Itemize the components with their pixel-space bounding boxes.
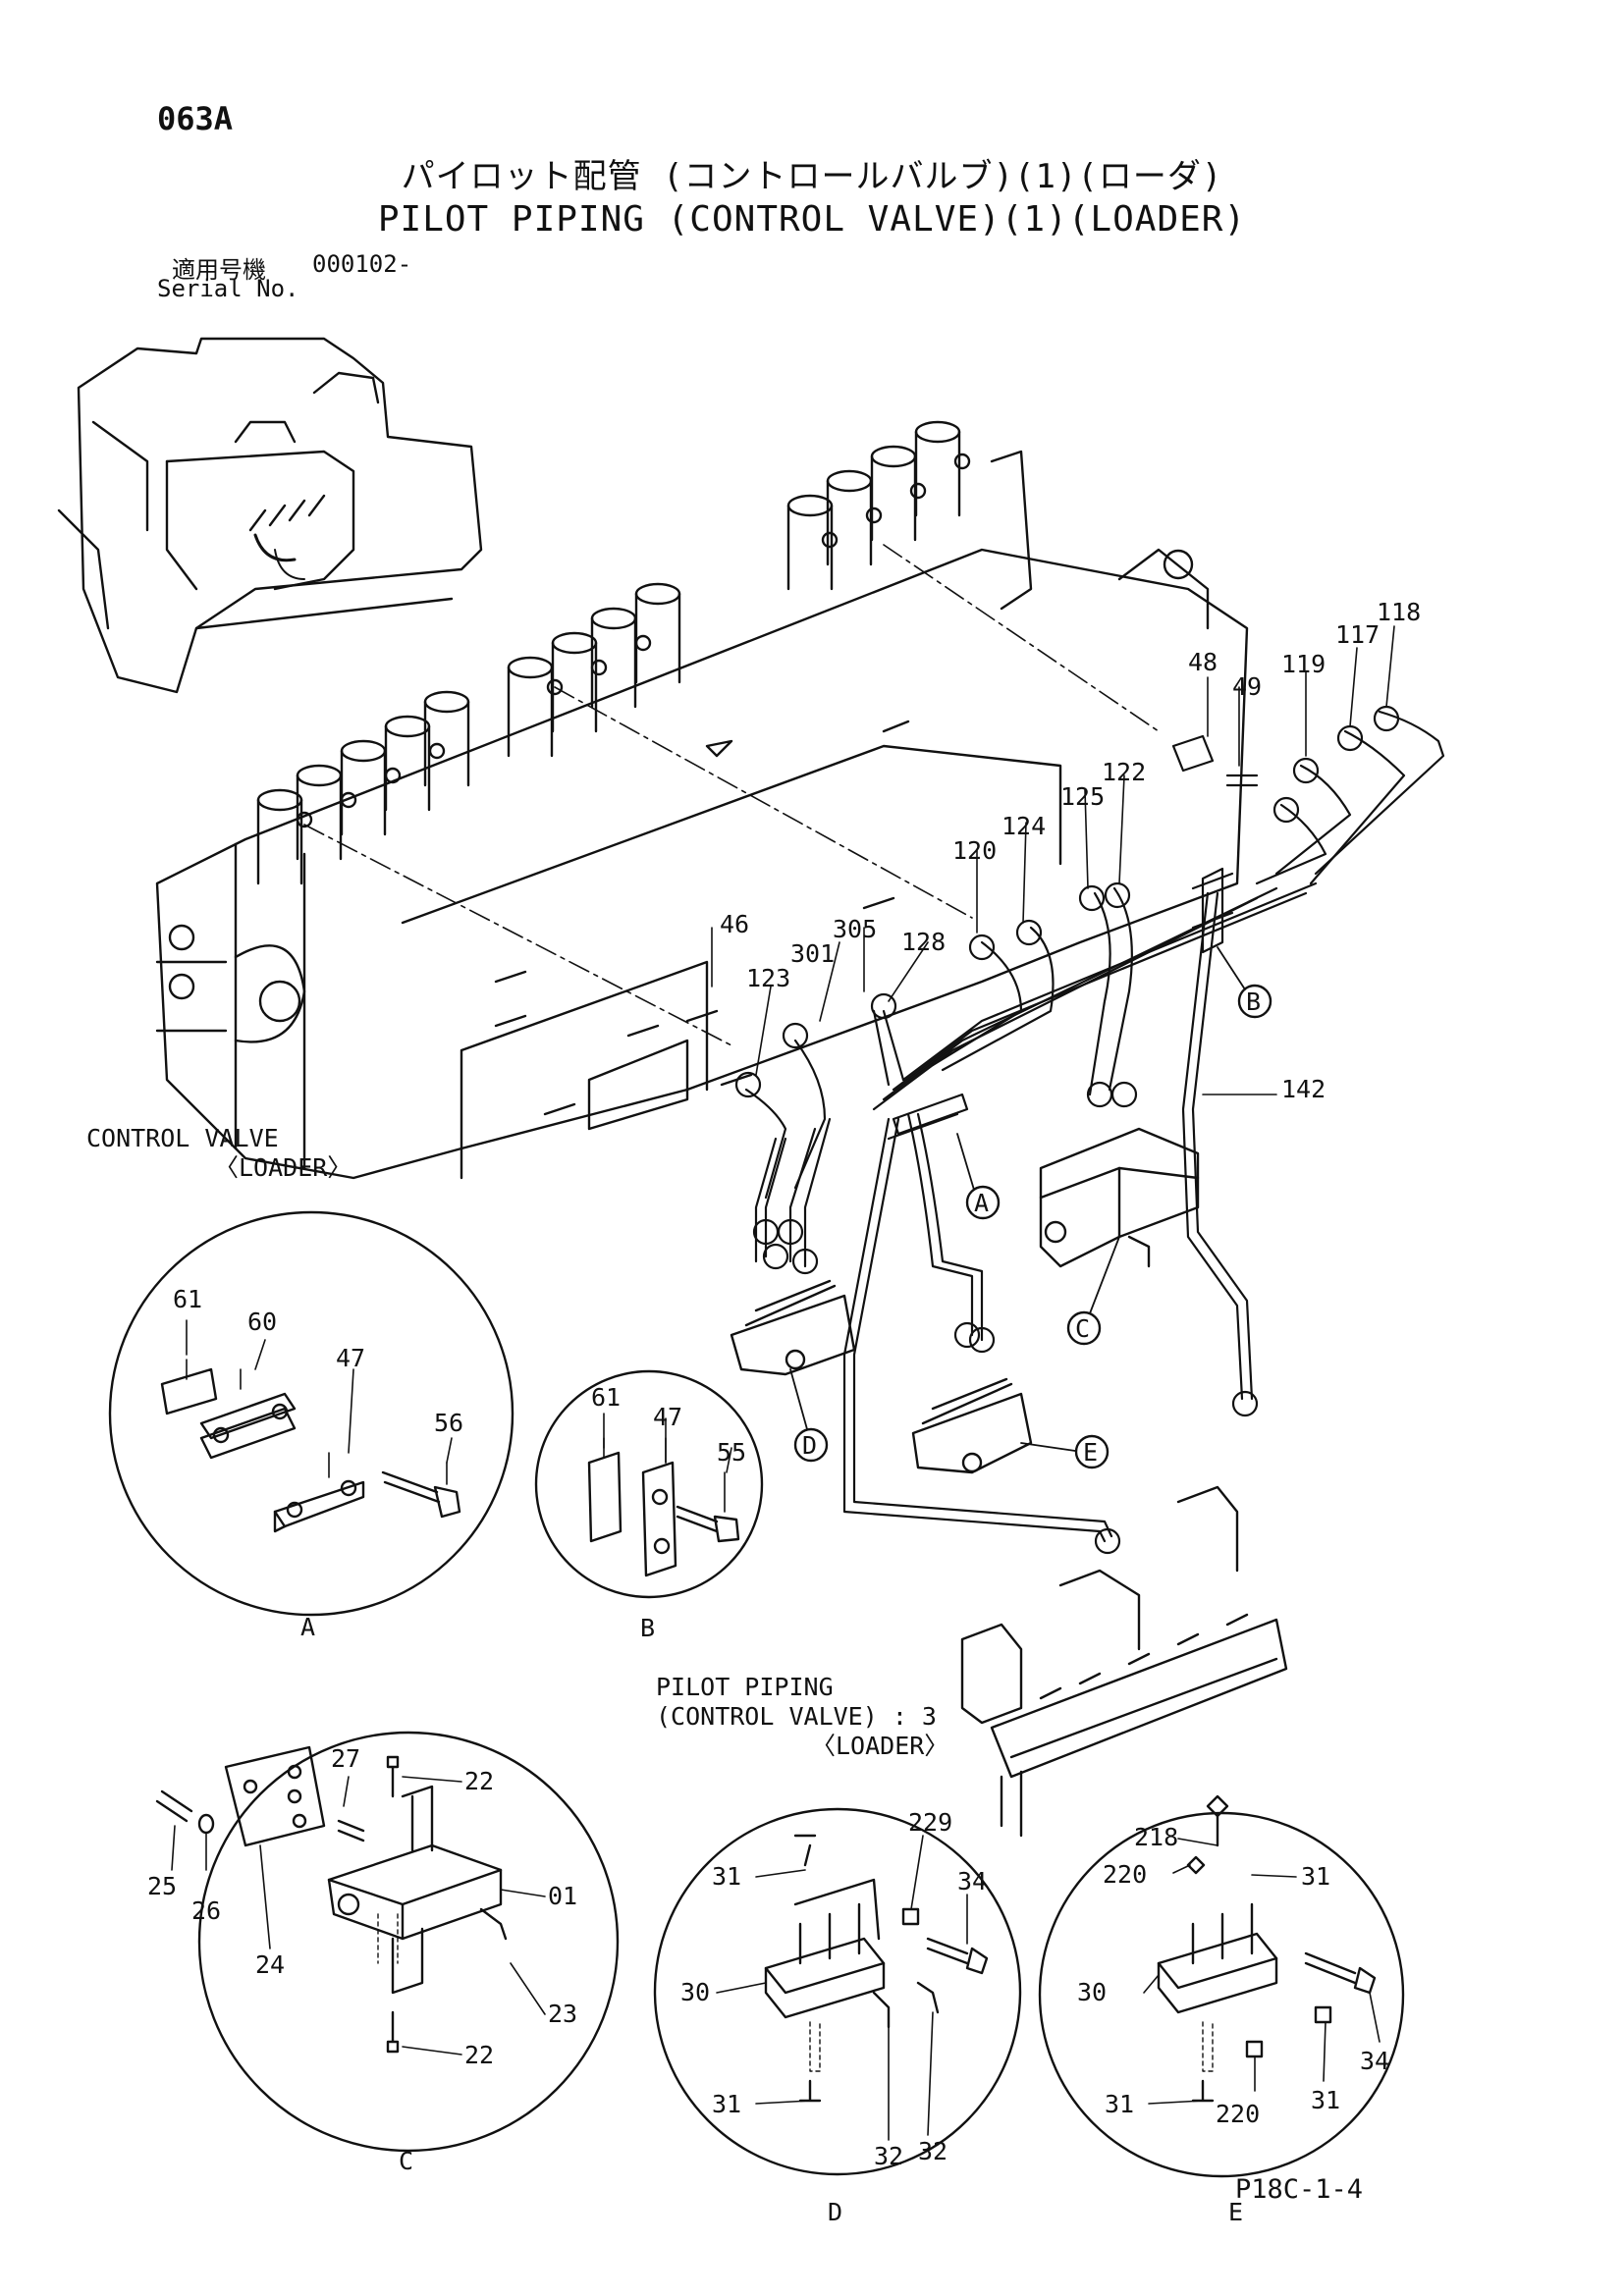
serial-label-japanese: 適用号機 [172,256,266,284]
label-123: 123 [746,964,790,992]
valve-groups [730,1127,1288,1838]
note-pilot-piping: PILOT PIPING (CONTROL VALVE) : 3 〈LOADER… [656,1673,948,1761]
note-control-valve-line1: CONTROL VALVE [86,1124,279,1152]
detail-e-label-34: 34 [1360,2047,1389,2075]
detail-d-title: D [828,2198,842,2226]
page-title-japanese: パイロット配管 (コントロールバルブ)(1)(ローダ) [401,157,1223,196]
label-142: 142 [1281,1075,1326,1103]
detail-e-label-31-bottom: 31 [1105,2090,1134,2118]
detail-e-label-220-bottom: 220 [1216,2100,1260,2128]
detail-e-title: E [1228,2198,1243,2226]
detail-b-title: B [640,1614,655,1642]
label-125: 125 [1060,782,1105,811]
label-305: 305 [833,915,877,943]
label-301: 301 [790,939,835,968]
machine-body [57,337,483,694]
detail-c-label-01: 01 [548,1882,577,1910]
note-control-valve-line2: 〈LOADER〉 [214,1153,352,1182]
detail-d-label-32-right: 32 [918,2137,947,2165]
note-pilot-line1: PILOT PIPING [656,1673,834,1701]
label-49: 49 [1232,672,1262,701]
detail-c-label-23: 23 [548,2000,577,2028]
detail-a-label-47: 47 [336,1344,365,1372]
page-code: 063A [157,100,234,137]
detail-e-label-31-top: 31 [1301,1862,1330,1891]
detail-e-label-30: 30 [1077,1978,1107,2006]
callout-d: D [802,1431,817,1460]
label-leaders [171,625,1395,2141]
detail-c-label-26: 26 [191,1896,221,1925]
label-120: 120 [952,836,997,865]
detail-c-label-24: 24 [255,1950,285,1979]
label-122: 122 [1102,758,1146,786]
callout-leaders [789,946,1246,1452]
detail-c-label-25: 25 [147,1872,177,1900]
detail-d-label-34: 34 [957,1867,987,1896]
detail-b-parts [587,1437,740,1577]
note-pilot-line2: (CONTROL VALVE) : 3 [656,1702,937,1731]
note-control-valve: CONTROL VALVE 〈LOADER〉 [86,1124,352,1183]
detail-a-label-60: 60 [247,1308,277,1336]
serial-number-value: 000102- [312,250,412,278]
note-pilot-line3: 〈LOADER〉 [811,1732,949,1760]
label-128: 128 [901,928,946,956]
detail-e-parts [1157,1794,1377,2103]
serial-label: Serial No. [157,275,299,302]
label-118: 118 [1377,598,1421,626]
detail-b-label-47: 47 [653,1403,682,1431]
detail-a-title: A [300,1613,315,1641]
detail-b-label-55: 55 [717,1438,746,1467]
detail-d-label-31-bottom: 31 [712,2090,741,2118]
detail-d-label-32-left: 32 [874,2142,903,2170]
leader-lines [303,544,1160,1046]
detail-c-label-27: 27 [331,1744,360,1773]
page-title: PILOT PIPING (CONTROL VALVE)(1)(LOADER) [377,199,1247,240]
detail-e-label-31-right: 31 [1311,2086,1340,2114]
part-labels: 118 117 119 48 49 122 125 124 120 46 305… [147,598,1421,2226]
label-117: 117 [1335,620,1380,649]
detail-a-label-56: 56 [434,1409,463,1437]
footer-page-code: P18C-1-4 [1235,2174,1364,2205]
detail-a-label-61: 61 [173,1285,202,1313]
detail-circles [108,1210,1405,2178]
label-124: 124 [1001,812,1046,840]
detail-e-label-220-top: 220 [1103,1860,1147,1889]
detail-d-label-30: 30 [680,1978,710,2006]
detail-c-parts [155,1745,508,2054]
label-119: 119 [1281,650,1326,678]
callouts [793,984,1272,1469]
pilot-pipe-bundle [734,705,1445,1555]
control-valve-spools [155,420,1249,1180]
callout-c: C [1075,1314,1090,1343]
callout-b: B [1246,988,1261,1016]
detail-d-label-229: 229 [908,1808,952,1837]
label-46: 46 [720,910,749,938]
detail-e-label-218: 218 [1134,1823,1178,1851]
detail-a-parts [160,1359,461,1533]
callout-e: E [1083,1438,1098,1467]
detail-b-label-61: 61 [591,1383,621,1412]
detail-d-parts [764,1834,989,2103]
detail-d-label-31-top: 31 [712,1862,741,1891]
detail-c-label-22-bottom: 22 [464,2041,494,2069]
detail-c-label-22-top: 22 [464,1767,494,1795]
callout-a: A [974,1189,989,1217]
detail-c-title: C [399,2147,413,2175]
label-48: 48 [1188,648,1218,676]
